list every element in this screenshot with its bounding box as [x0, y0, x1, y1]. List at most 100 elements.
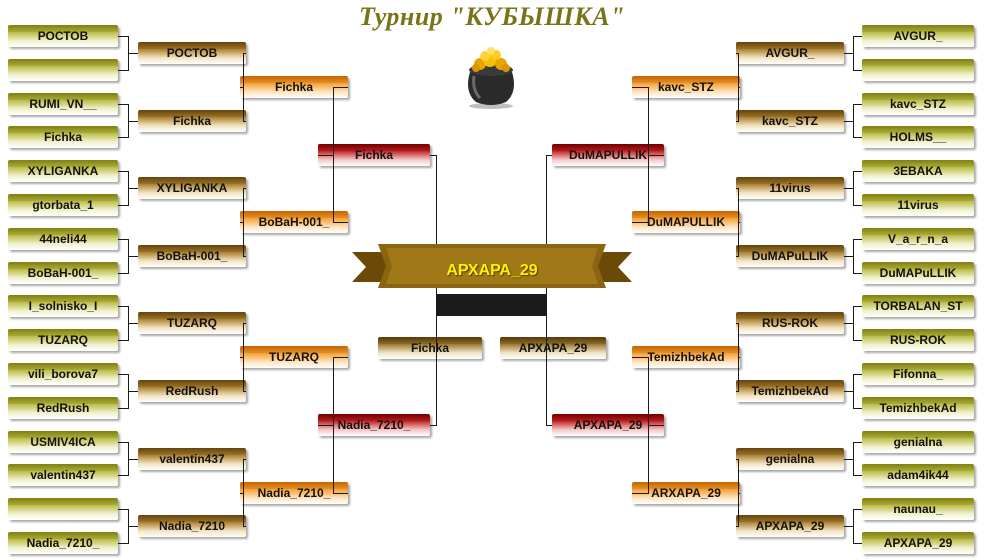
bracket-line: [736, 256, 738, 257]
right-r3-slot: kavc_STZ: [632, 76, 740, 98]
bracket-line: [844, 526, 853, 527]
right-r1-slot: 11virus: [862, 194, 974, 216]
left-r2-slot: Fichka: [138, 110, 246, 132]
right-r1-slot: [862, 59, 974, 81]
bracket-line: [853, 306, 854, 341]
bracket-line: [128, 323, 138, 324]
bracket-line: [430, 155, 436, 156]
bracket-line: [648, 425, 664, 426]
bracket-line: [853, 408, 862, 409]
right-r1-slot-label: DuMAPuLLIK: [879, 266, 957, 280]
left-r1-slot: gtorbata_1: [8, 194, 118, 216]
bracket-line: [490, 294, 546, 316]
bracket-line: [546, 155, 547, 426]
bracket-line: [128, 459, 138, 460]
left-r3-slot: TUZARQ: [240, 346, 348, 368]
bracket-line: [318, 425, 333, 426]
right-r4-slot-label: АРХАРА_29: [573, 418, 643, 432]
right-r2-slot: AVGUR_: [736, 42, 844, 64]
bracket-line: [333, 87, 348, 88]
bracket-line: [736, 391, 738, 392]
bracket-line: [546, 425, 552, 426]
right-r2-slot-label: genialna: [765, 452, 815, 466]
bracket-line: [853, 340, 862, 341]
bracket-line: [118, 374, 128, 375]
left-r2-slot: Nadia_7210: [138, 515, 246, 537]
left-r1-slot-label: XYLIGANKA: [27, 164, 99, 178]
left-r1-slot-label: Fichka: [43, 130, 82, 144]
right-r1-slot: DuMAPuLLIK: [862, 262, 974, 284]
left-r1-slot-label: vili_borova7: [27, 367, 99, 381]
bracket-line: [118, 442, 128, 443]
left-r2-slot-label: РОСТОВ: [166, 46, 218, 60]
bracket-line: [738, 493, 740, 494]
bracket-line: [118, 273, 128, 274]
bracket-line: [128, 526, 138, 527]
bracket-line: [243, 526, 246, 527]
bracket-line: [243, 323, 246, 324]
bracket-line: [243, 256, 246, 257]
bracket-line: [118, 543, 128, 544]
right-r1-slot-label: RUS-ROK: [890, 333, 946, 347]
bracket-line: [738, 357, 740, 358]
left-r1-slot-label: USMIV4ICA: [30, 435, 96, 449]
bracket-line: [128, 121, 138, 122]
left-r1-slot-label: I_solnisko_I: [28, 299, 98, 313]
bracket-line: [853, 374, 854, 409]
right-r2-slot: DuMAPuLLIK: [736, 245, 844, 267]
bracket-line: [243, 323, 244, 392]
right-r2-slot: RUS-ROK: [736, 312, 844, 334]
bracket-line: [118, 70, 128, 71]
left-r2-slot-label: Fichka: [172, 114, 211, 128]
bracket-line: [844, 323, 853, 324]
left-r1-slot: Nadia_7210_: [8, 532, 118, 554]
left-r1-slot: [8, 498, 118, 520]
bracket-line: [243, 391, 246, 392]
left-r4-slot-label: Fichka: [354, 148, 393, 162]
right-r2-slot: kavc_STZ: [736, 110, 844, 132]
bracket-line: [853, 36, 862, 37]
right-r2-slot: 11virus: [736, 177, 844, 199]
bracket-line: [333, 493, 348, 494]
bracket-line: [736, 459, 738, 460]
left-r1-slot: I_solnisko_I: [8, 295, 118, 317]
left-final-slot-label: Fichka: [410, 341, 449, 355]
right-r3-slot-label: DuMAPULLIK: [647, 215, 725, 229]
left-r3-slot-label: Fichka: [274, 80, 313, 94]
bracket-line: [333, 222, 348, 223]
bracket-line: [118, 475, 128, 476]
left-r1-slot-label: Nadia_7210_: [26, 536, 100, 550]
left-r1-slot: RUMI_VN__: [8, 93, 118, 115]
left-r2-slot-label: TUZARQ: [167, 316, 217, 330]
left-r1-slot-label: TUZARQ: [38, 333, 88, 347]
left-r2-slot: BoBaH-001_: [138, 245, 246, 267]
right-r1-slot-label: Fifonna_: [893, 367, 943, 381]
right-r1-slot-label: АРХАРА_29: [883, 536, 953, 550]
bracket-line: [853, 442, 854, 476]
bracket-line: [118, 36, 128, 37]
gold-pot-icon: [468, 47, 514, 109]
left-r1-slot-label: RedRush: [36, 401, 90, 415]
left-r2-slot-label: XYLIGANKA: [156, 181, 228, 195]
bracket-line: [243, 459, 246, 460]
bracket-line: [243, 459, 244, 527]
right-r2-slot-label: kavc_STZ: [761, 114, 819, 128]
right-r2-slot-label: DuMAPuLLIK: [751, 249, 829, 263]
right-r3-slot: ARXAPA_29: [632, 482, 740, 504]
bracket-line: [632, 493, 648, 494]
left-r2-slot-label: RedRush: [165, 384, 219, 398]
right-r1-slot-label: TemizhbekAd: [879, 401, 957, 415]
left-r3-slot: BoBaH-001_: [240, 211, 348, 233]
bracket-line: [844, 391, 853, 392]
bracket-line: [853, 171, 862, 172]
right-r4-slot: АРХАРА_29: [552, 414, 664, 436]
left-r3-slot-label: BoBaH-001_: [258, 215, 330, 229]
bracket-line: [118, 104, 128, 105]
left-r1-slot: РОСТОВ: [8, 25, 118, 47]
left-r2-slot: РОСТОВ: [138, 42, 246, 64]
left-r1-slot: valentin437: [8, 464, 118, 486]
bracket-line: [118, 340, 128, 341]
bracket-line: [118, 239, 128, 240]
bracket-line: [844, 188, 853, 189]
